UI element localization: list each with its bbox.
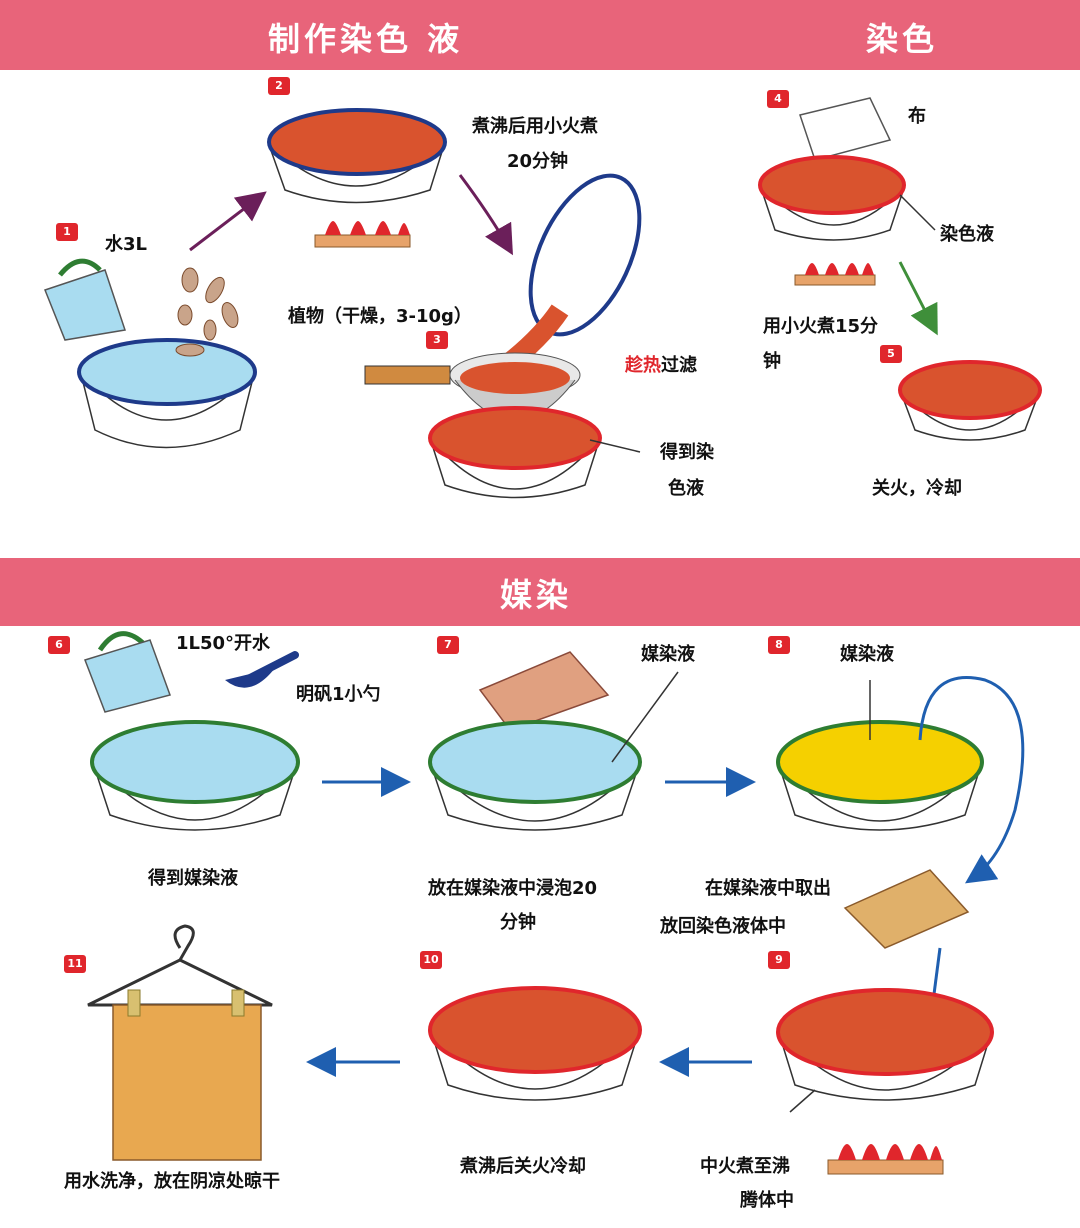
arrow-8-to-9-curve (918, 676, 1025, 884)
label-simmer-line2: 钟 (763, 351, 781, 372)
label-boil-line2: 20分钟 (507, 151, 569, 172)
step-badge-9: 9 (768, 951, 790, 969)
step-badge-8: 8 (768, 636, 790, 654)
stove-icon-step4 (794, 263, 876, 286)
label-simmer-line1: 用小火煮15分 (763, 316, 879, 337)
label-mordant-liquid-8: 媒染液 (840, 644, 894, 665)
step-badge-10: 10 (420, 951, 442, 969)
step-badge-4: 4 (767, 90, 789, 108)
step1-water-bowl (77, 338, 257, 449)
spoon-icon (225, 651, 299, 688)
banner-top (0, 0, 1080, 70)
label-get-dye-line2: 色液 (668, 478, 704, 499)
arrow-4-to-5 (898, 261, 938, 336)
label-dye-liquid: 染色液 (940, 224, 994, 245)
cloth-icon-step4 (799, 97, 892, 161)
water-bag-icon-step6 (84, 631, 171, 713)
step7-soak-bowl (428, 720, 642, 831)
label-soak-line2: 分钟 (500, 912, 536, 933)
pointer-get-dye (589, 439, 641, 453)
label-get-dye-line1: 得到染 (660, 442, 714, 463)
label-boil-cool: 煮沸后关火冷却 (460, 1156, 586, 1177)
hanger-icon (87, 924, 273, 1007)
label-cool: 关火，冷却 (872, 478, 962, 499)
cloth-icon-step8 (843, 869, 970, 949)
section-title-dyeing: 染色 (866, 20, 939, 58)
stove-icon-step9 (827, 1144, 944, 1175)
label-take-out-line1: 在媒染液中取出 (705, 878, 831, 899)
step-badge-3: 3 (426, 331, 448, 349)
section-title-make-dye: 制作染色 液 (268, 20, 464, 58)
dried-plant-pieces-icon (175, 267, 239, 357)
step6-mordant-bowl (90, 720, 300, 831)
dried-cloth-icon (112, 989, 262, 1161)
label-cloth: 布 (908, 106, 926, 127)
arrow-2-to-3 (458, 174, 513, 256)
step-badge-5: 5 (880, 345, 902, 363)
label-mordant-liquid-7: 媒染液 (641, 644, 695, 665)
step-badge-2: 2 (268, 77, 290, 95)
label-water: 水3L (105, 234, 147, 255)
label-get-mordant: 得到媒染液 (148, 868, 238, 889)
label-medium-boil-line2: 腾体中 (740, 1190, 794, 1211)
label-wash-dry: 用水洗净，放在阴凉处晾干 (64, 1171, 280, 1192)
label-take-out-line2: 放回染色液体中 (660, 916, 786, 937)
label-boil-line1: 煮沸后用小火煮 (472, 116, 598, 137)
cloth-icon-step7 (478, 651, 610, 731)
label-medium-boil-line1: 中火煮至沸 (700, 1156, 790, 1177)
label-plant: 植物（干燥，3-10g） (288, 306, 472, 327)
step-badge-7: 7 (437, 636, 459, 654)
step-badge-1: 1 (56, 223, 78, 241)
step3-dye-bowl (428, 406, 602, 499)
water-bag-icon (44, 258, 126, 341)
label-soak-line1: 放在媒染液中浸泡20 (428, 878, 598, 899)
label-filter: 趁热过滤 (625, 349, 697, 383)
label-hot-water: 1L50°开水 (176, 633, 271, 654)
label-filter-rest: 过滤 (661, 355, 697, 376)
pointer-mordant-liquid-7 (611, 671, 679, 763)
pointer-step9 (789, 1089, 816, 1113)
step-badge-11: 11 (64, 955, 86, 973)
step4-dye-bowl (758, 155, 906, 241)
step8-mordant-bowl (776, 720, 984, 831)
pointer-dye-liquid (899, 194, 936, 231)
banner-mordant (0, 558, 1080, 626)
step9-boil-bowl (776, 988, 994, 1101)
step10-cool-bowl (428, 986, 642, 1101)
step2-boiling-bowl (267, 108, 447, 204)
stove-icon-top (314, 221, 411, 248)
section-title-mordant: 媒染 (500, 576, 573, 614)
arrow-1-to-2 (189, 191, 267, 252)
step-badge-6: 6 (48, 636, 70, 654)
label-alum: 明矾1小勺 (296, 684, 381, 705)
label-filter-hot: 趁热 (625, 355, 661, 376)
step3-pouring-bowl (493, 173, 642, 378)
step5-cool-bowl (898, 360, 1042, 441)
